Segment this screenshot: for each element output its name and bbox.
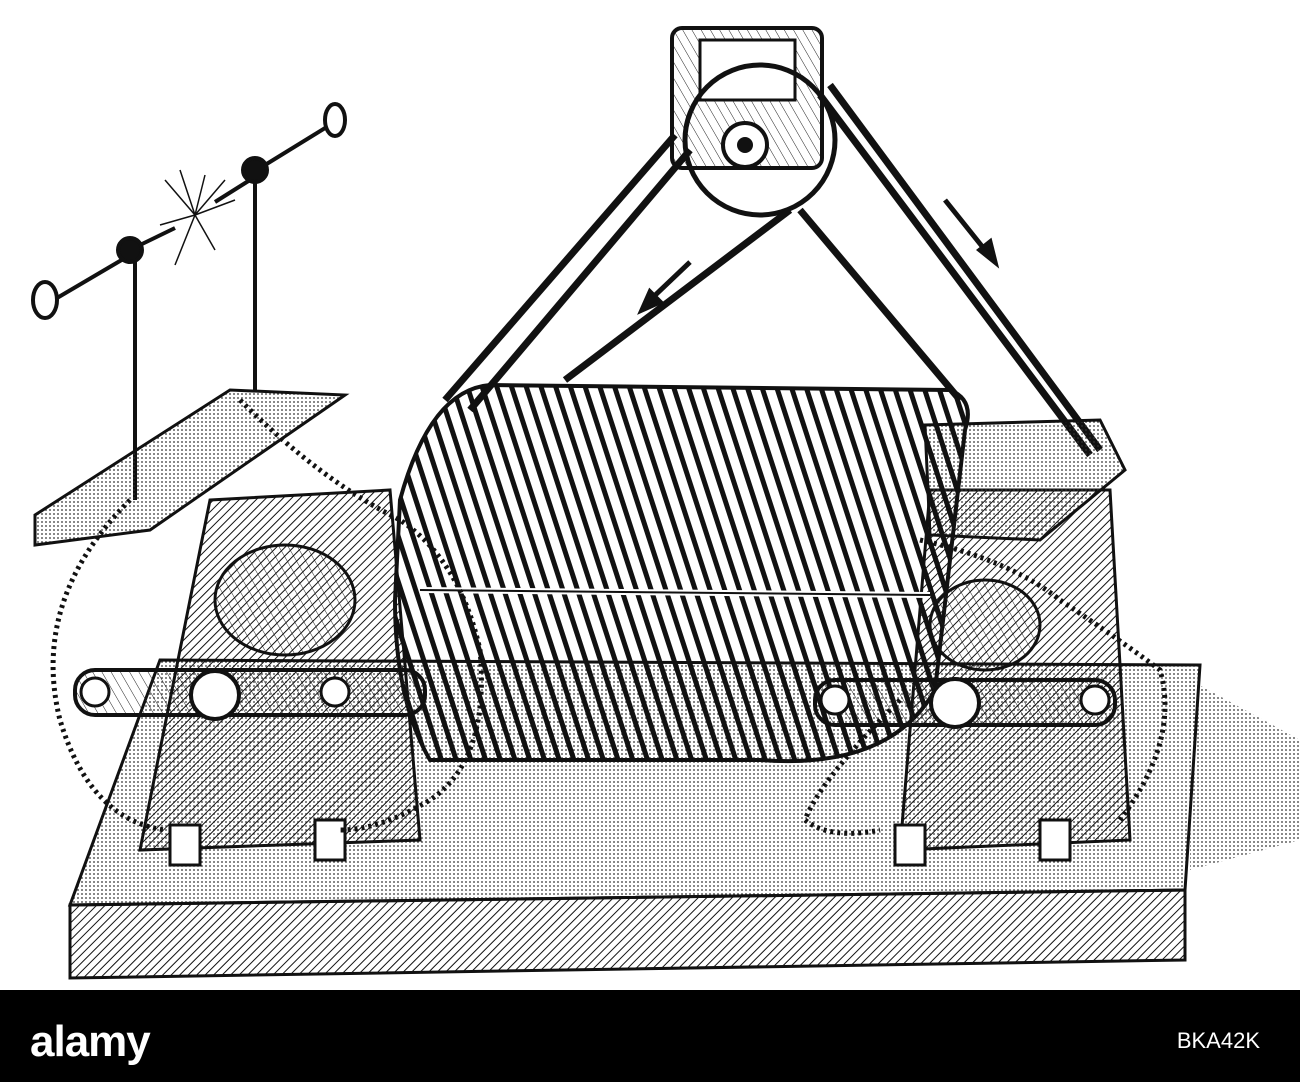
right-clamp [813,578,1117,729]
engraving-illustration [31,26,1300,980]
footer-bar [0,990,1300,1082]
left-clamp [73,543,427,721]
coiled-wires [50,398,1168,836]
watermark-logo: alamy [30,1017,151,1066]
spark-icon [159,169,236,266]
binding-posts [168,818,1072,867]
drive-pulley [670,26,838,218]
direction-arrows [637,198,1000,315]
left-terminal-plate [33,388,350,547]
spark-gap-assembly [31,102,347,500]
base-board-edge [68,888,1187,980]
base-shadow [1190,680,1300,870]
image-id-label: BKA42K [1176,1028,1260,1053]
drive-belts [442,82,1103,458]
